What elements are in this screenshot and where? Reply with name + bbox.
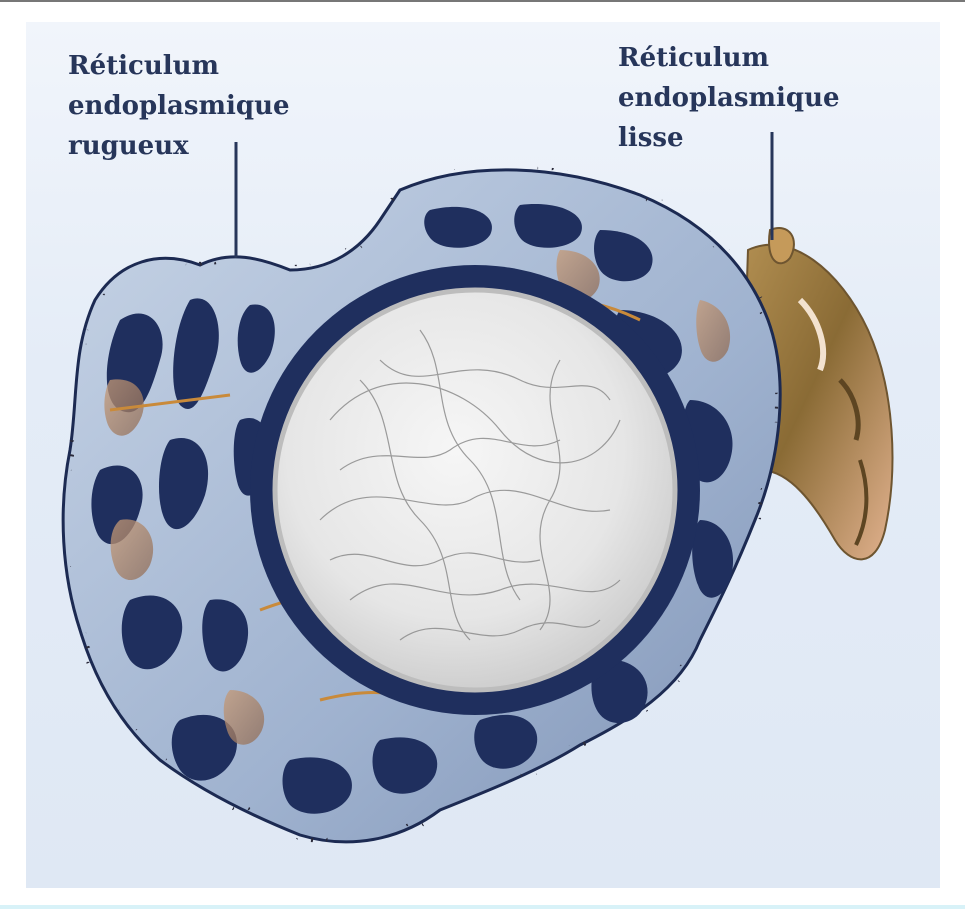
rough-er-label-line-2: endoplasmique	[68, 91, 290, 121]
smooth-er-label-line-2: endoplasmique	[618, 83, 840, 113]
rough-er-label-line-1: Réticulum	[68, 51, 220, 81]
smooth-er-label: Réticulum endoplasmique lisse	[618, 38, 840, 158]
rough-er-label-line-3: rugueux	[68, 131, 189, 161]
rough-er-label: Réticulum endoplasmique rugueux	[68, 46, 290, 166]
top-rule	[0, 0, 965, 2]
bottom-rule	[0, 905, 965, 909]
nucleus	[272, 287, 678, 693]
smooth-er-label-line-1: Réticulum	[618, 43, 770, 73]
smooth-er-label-line-3: lisse	[618, 123, 684, 153]
